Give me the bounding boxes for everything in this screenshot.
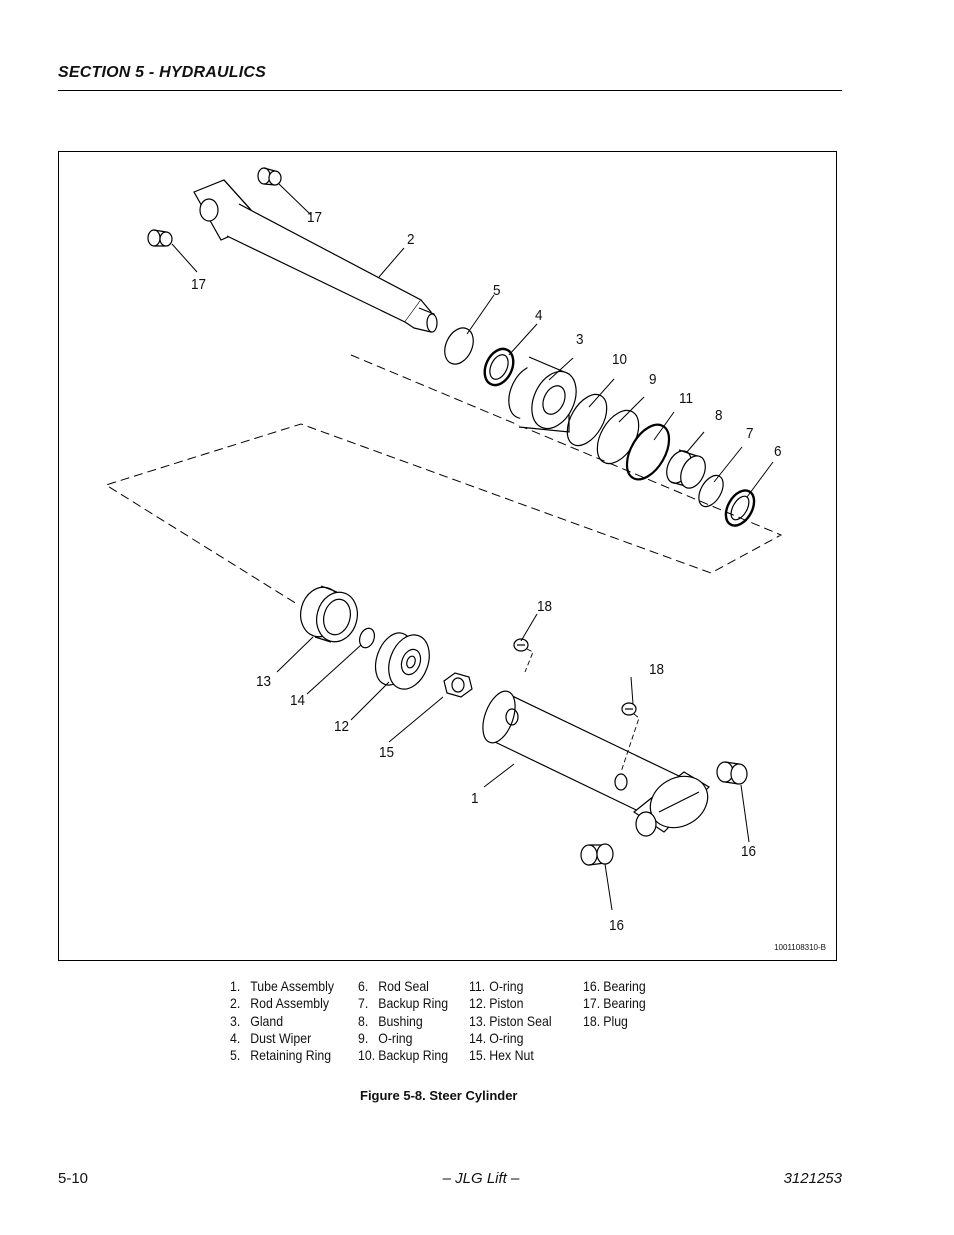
o-ring-11 bbox=[625, 423, 671, 481]
leader-lines bbox=[171, 183, 774, 911]
callout-4: 4 bbox=[535, 307, 543, 324]
legend-item: 1.Tube Assembly bbox=[230, 978, 335, 994]
legend-column-4: 16.Bearing 17.Bearing 18.Plug bbox=[583, 978, 654, 1030]
parts-legend: 1.Tube Assembly 2.Rod Assembly 3.Gland 4… bbox=[0, 978, 954, 1068]
legend-item: 3.Gland bbox=[230, 1012, 284, 1029]
legend-item: 10.Backup Ring bbox=[358, 1047, 449, 1064]
callout-13: 13 bbox=[256, 673, 272, 690]
callout-16-right: 16 bbox=[741, 843, 757, 860]
rod-assembly bbox=[193, 179, 438, 333]
callout-18-lower: 18 bbox=[649, 661, 665, 678]
bearing-16-right bbox=[716, 761, 748, 785]
assembly-phantom-line bbox=[104, 354, 783, 605]
callout-17-left: 17 bbox=[191, 276, 207, 293]
legend-column-1: 1.Tube Assembly 2.Rod Assembly 3.Gland 4… bbox=[230, 978, 348, 1064]
legend-item: 2.Rod Assembly bbox=[230, 995, 329, 1012]
backup-ring-7 bbox=[698, 474, 724, 508]
legend-item: 7.Backup Ring bbox=[358, 995, 449, 1012]
drawing-number: 1001108310-B bbox=[774, 943, 826, 952]
gland bbox=[508, 356, 577, 433]
callout-14: 14 bbox=[290, 692, 306, 709]
bushing bbox=[666, 449, 706, 489]
backup-ring-10 bbox=[566, 393, 608, 447]
footer-center: – JLG Lift – bbox=[0, 1170, 954, 1187]
legend-item: 15.Hex Nut bbox=[469, 1047, 534, 1064]
callout-2: 2 bbox=[407, 231, 415, 248]
dust-wiper bbox=[483, 347, 515, 387]
figure-frame: 17 17 2 5 4 3 10 9 11 8 7 6 18 18 13 14 … bbox=[58, 151, 837, 961]
header-rule bbox=[58, 90, 842, 91]
callout-6: 6 bbox=[774, 443, 782, 460]
callout-12: 12 bbox=[334, 718, 350, 735]
callout-9: 9 bbox=[649, 371, 657, 388]
callout-5: 5 bbox=[493, 282, 501, 299]
callout-17-top: 17 bbox=[307, 209, 323, 226]
bearing-17-left bbox=[147, 229, 173, 247]
o-ring-14 bbox=[358, 627, 376, 649]
hex-nut bbox=[443, 672, 473, 698]
callout-11: 11 bbox=[679, 390, 694, 407]
legend-item: 14.O-ring bbox=[469, 1029, 524, 1046]
legend-item: 11.O-ring bbox=[469, 978, 524, 994]
callout-16-lower: 16 bbox=[609, 917, 625, 934]
steer-cylinder-exploded-view bbox=[104, 167, 783, 911]
legend-item: 17.Bearing bbox=[583, 995, 646, 1012]
legend-column-3: 11.O-ring 12.Piston 13.Piston Seal 14.O-… bbox=[469, 978, 563, 1064]
legend-item: 6.Rod Seal bbox=[358, 978, 429, 994]
bearing-17-top bbox=[257, 167, 282, 186]
callout-1: 1 bbox=[471, 790, 479, 807]
callout-7: 7 bbox=[746, 425, 754, 442]
callout-3: 3 bbox=[576, 331, 584, 348]
document-number: 3121253 bbox=[783, 1170, 842, 1187]
figure-caption: Figure 5-8. Steer Cylinder bbox=[360, 1088, 518, 1103]
legend-item: 18.Plug bbox=[583, 1012, 628, 1029]
rod-seal bbox=[724, 489, 756, 527]
callout-8: 8 bbox=[715, 407, 723, 424]
legend-column-2: 6.Rod Seal 7.Backup Ring 8.Bushing 9.O-r… bbox=[358, 978, 460, 1064]
plug-18-upper bbox=[513, 638, 529, 652]
legend-item: 4.Dust Wiper bbox=[230, 1029, 312, 1046]
legend-item: 16.Bearing bbox=[583, 978, 646, 994]
tube-assembly bbox=[482, 690, 710, 837]
legend-item: 9.O-ring bbox=[358, 1029, 413, 1046]
retaining-ring bbox=[444, 327, 474, 365]
legend-item: 12.Piston bbox=[469, 995, 524, 1012]
callout-10: 10 bbox=[612, 351, 628, 368]
bearing-16-lower bbox=[580, 843, 614, 866]
callout-15: 15 bbox=[379, 744, 395, 761]
piston-seal bbox=[300, 585, 358, 643]
callout-18-upper: 18 bbox=[537, 598, 553, 615]
section-title: SECTION 5 - HYDRAULICS bbox=[58, 64, 266, 81]
legend-item: 5.Retaining Ring bbox=[230, 1047, 332, 1064]
plug-18-lower bbox=[621, 702, 637, 716]
footer-publisher: – JLG Lift – bbox=[442, 1170, 520, 1187]
page-number: 5-10 bbox=[58, 1170, 89, 1187]
legend-item: 13.Piston Seal bbox=[469, 1012, 552, 1029]
legend-item: 8.Bushing bbox=[358, 1012, 423, 1029]
piston bbox=[374, 632, 430, 690]
